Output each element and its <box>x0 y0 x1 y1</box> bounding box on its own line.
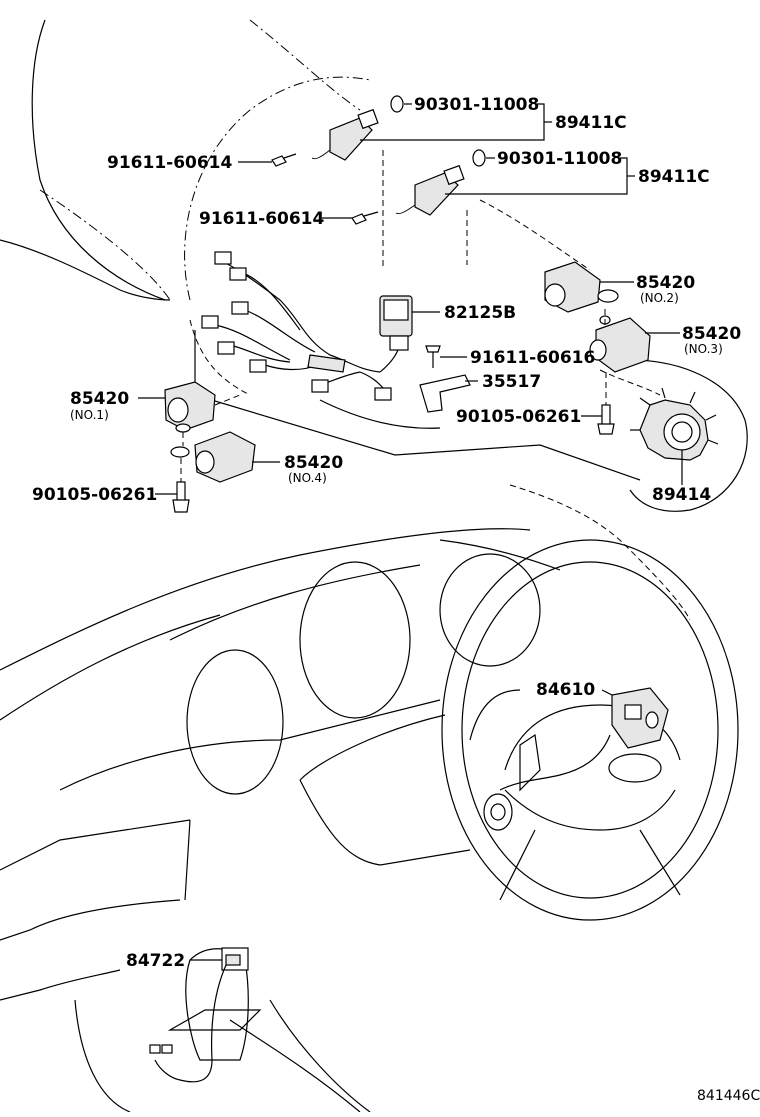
label-85420-no2-sub: (NO.2) <box>640 291 679 305</box>
label-35517: 35517 <box>482 372 541 392</box>
bolt-b <box>351 211 379 225</box>
labels: 90301-11008 89411C 91611-60614 90301-110… <box>32 95 760 1104</box>
solenoid-no4 <box>170 431 280 483</box>
bolt-c <box>425 345 467 368</box>
label-90105-06261-b: 90105-06261 <box>32 485 157 505</box>
transmission-outline <box>479 199 748 512</box>
label-91611-60616: 91611-60616 <box>470 348 595 368</box>
shift-lever-84722 <box>149 947 262 1083</box>
solenoid-no1 <box>138 381 241 433</box>
label-85420-no4: 85420 <box>284 453 343 473</box>
bolt-d <box>581 404 615 435</box>
label-90105-06261-a: 90105-06261 <box>456 407 581 427</box>
label-85420-no1-sub: (NO.1) <box>70 408 109 422</box>
label-85420-no3: 85420 <box>682 324 741 344</box>
label-90301-11008-a: 90301-11008 <box>414 95 539 115</box>
label-91611-60614-a: 91611-60614 <box>107 153 233 173</box>
dashboard <box>0 484 691 1113</box>
wire-harness <box>201 251 401 401</box>
label-84722: 84722 <box>126 951 185 971</box>
speed-sensor-b <box>395 164 465 216</box>
label-89411c-b: 89411C <box>638 167 710 187</box>
solenoid-no2 <box>544 261 634 313</box>
label-84610: 84610 <box>536 680 595 700</box>
label-90301-11008-b: 90301-11008 <box>497 149 622 169</box>
label-91611-60614-b: 91611-60614 <box>199 209 325 229</box>
cruise-switch-84610 <box>483 687 669 831</box>
bolt-e <box>155 458 190 513</box>
engine-outline <box>0 19 371 396</box>
label-85420-no2: 85420 <box>636 273 695 293</box>
bolt-a <box>271 153 297 167</box>
connector-82125b <box>379 295 440 351</box>
harness-outline <box>194 330 641 481</box>
diagram-reference-code: 841446C <box>697 1088 760 1104</box>
speed-sensor-a <box>311 108 379 161</box>
label-82125b: 82125B <box>444 303 516 323</box>
steering-wheel <box>441 539 739 921</box>
label-85420-no1: 85420 <box>70 389 129 409</box>
o-ring-b <box>472 149 486 167</box>
o-ring-a <box>390 95 404 113</box>
leader-lines-top <box>238 103 635 270</box>
label-85420-no4-sub: (NO.4) <box>288 471 327 485</box>
bracket-35517 <box>419 374 478 413</box>
solenoid-no3 <box>589 305 680 405</box>
label-85420-no3-sub: (NO.3) <box>684 342 723 356</box>
sensor-89414 <box>630 387 719 485</box>
label-89414: 89414 <box>652 485 711 505</box>
label-89411c-a: 89411C <box>555 113 627 133</box>
